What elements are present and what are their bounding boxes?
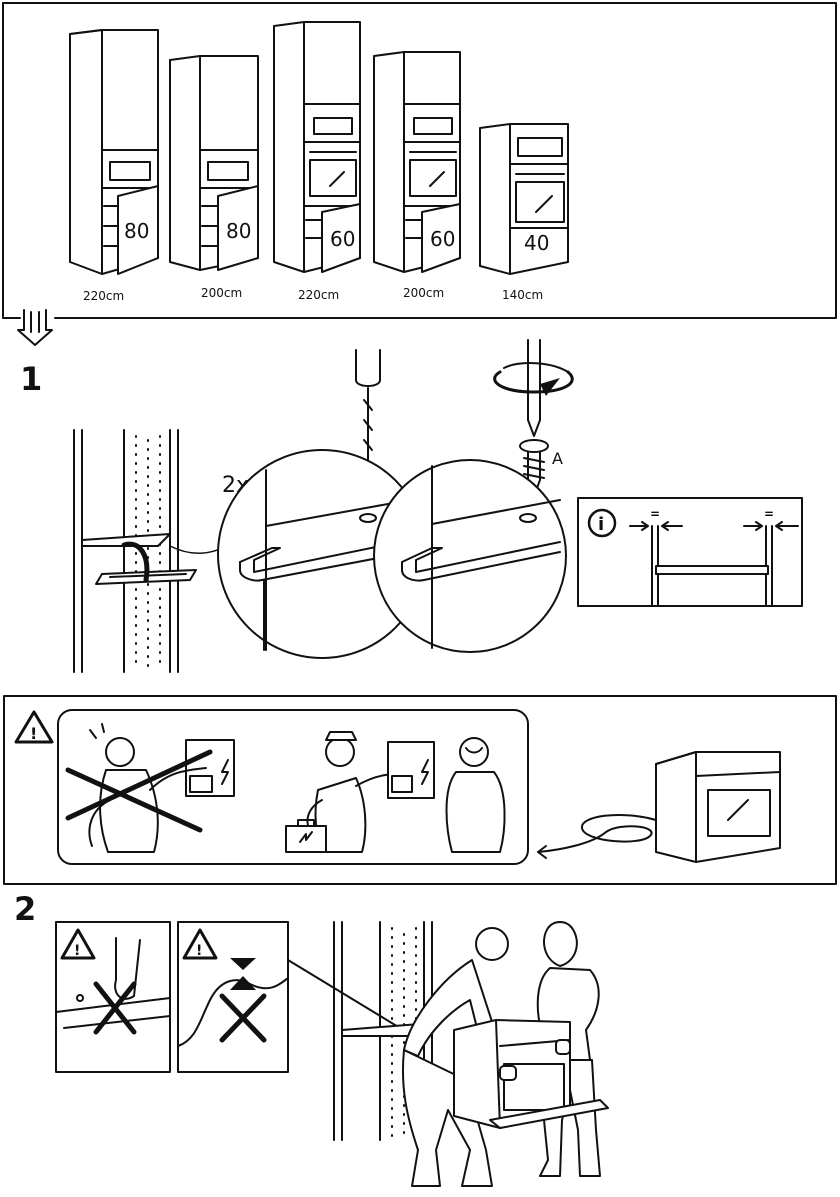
down-arrow-icon (17, 309, 53, 346)
cabinet-1: 80 220cm (69, 29, 159, 303)
equal-mark: = (764, 507, 774, 521)
electrical-warning-panel: ! (3, 695, 837, 885)
warning-triangle-icon: ! (60, 928, 96, 960)
screwdriver-icon (493, 339, 574, 437)
electrician-figure (285, 731, 435, 853)
step-number: 1 (20, 360, 42, 398)
equal-mark: = (650, 507, 660, 521)
screw-label: A (552, 449, 563, 468)
info-box: i = = (577, 497, 803, 607)
svg-text:!: ! (74, 943, 80, 959)
incorrect-person-figure (65, 723, 235, 853)
step-2: 2 ! ! (14, 890, 609, 1187)
step-number: 2 (14, 890, 36, 928)
warning-panel-cable: ! (177, 921, 401, 1073)
cabinet-5: 40 140cm (479, 123, 569, 302)
warning-triangle-icon: ! (14, 710, 54, 744)
cabinet-size-label: 40 (524, 231, 549, 255)
svg-text:!: ! (196, 943, 202, 959)
warning-triangle-icon: ! (182, 928, 218, 960)
panel-frame-left (2, 2, 21, 319)
warning-panel-door: ! (55, 921, 171, 1073)
cabinet-height-label: 220cm (298, 288, 339, 302)
cabinet-height-label: 200cm (201, 286, 242, 300)
cabinet-size-label: 60 (430, 227, 455, 251)
cabinet-3: 60 220cm (273, 21, 361, 302)
svg-text:i: i (598, 514, 604, 535)
detail-circle-screwing (373, 459, 567, 653)
oven-appliance (537, 751, 781, 863)
cabinet-height-label: 140cm (502, 288, 543, 302)
cabinet-side-panel (73, 429, 231, 673)
cabinet-2: 80 200cm (169, 55, 259, 300)
panel-frame (2, 2, 837, 319)
bystander-figure (445, 737, 506, 853)
cabinet-height-label: 200cm (403, 286, 444, 300)
people-installing-oven (401, 921, 609, 1187)
cabinet-side-panel (333, 921, 433, 1141)
cabinet-size-label: 80 (124, 219, 149, 243)
svg-text:!: ! (30, 724, 37, 743)
cross-icon (93, 981, 137, 1035)
cabinet-size-label: 60 (330, 227, 355, 251)
info-circle-icon: i (587, 508, 617, 538)
cabinet-overview-panel: 80 220cm 80 200cm (2, 2, 837, 319)
step-1: 1 2 (20, 339, 803, 673)
cabinet-4: 60 200cm (373, 51, 461, 300)
cabinet-size-label: 80 (226, 219, 251, 243)
cabinet-height-label: 220cm (83, 289, 124, 303)
cross-icon (219, 993, 267, 1043)
